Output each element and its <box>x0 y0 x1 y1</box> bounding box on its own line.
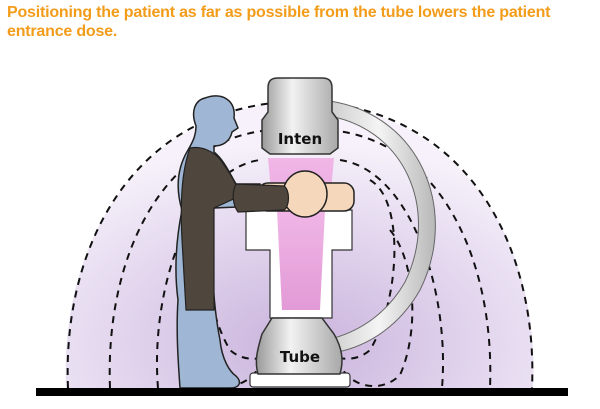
isodose-line-lower-right <box>341 229 414 387</box>
x-ray-tube <box>255 317 343 375</box>
figure-caption: Positioning the patient as far as possib… <box>7 4 551 40</box>
tube-base <box>249 372 351 388</box>
intensifier-label: Inten <box>278 130 322 148</box>
tube-label: Tube <box>280 348 320 366</box>
x-ray-beam-through-table <box>277 210 325 310</box>
image-intensifier <box>261 77 339 155</box>
patient-head <box>282 170 328 218</box>
operator-arm-sleeve <box>232 183 290 213</box>
floor <box>36 388 568 396</box>
isodose-line-lower-left <box>186 229 259 387</box>
